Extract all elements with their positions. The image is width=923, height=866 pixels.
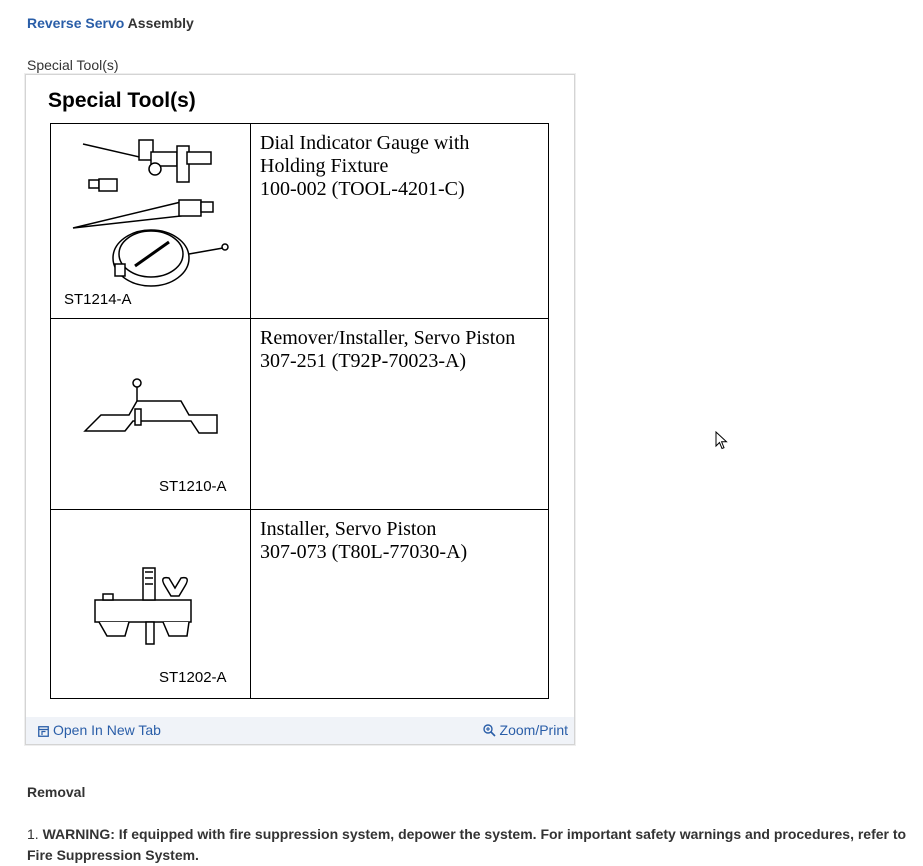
tool-description-line: 307-251 (T92P-70023-A) bbox=[260, 350, 467, 372]
step-number: 1. bbox=[27, 826, 39, 842]
tool-description-line: Holding Fixture bbox=[260, 155, 389, 177]
breadcrumb-link[interactable]: Reverse Servo bbox=[27, 15, 125, 31]
open-in-new-tab-label[interactable]: Open In New Tab bbox=[53, 722, 161, 738]
page-title-suffix: Assembly bbox=[124, 15, 194, 31]
tool-description-line: Remover/Installer, Servo Piston bbox=[260, 327, 516, 349]
tool-row: ST1214-A Dial Indicator Gauge with Holdi… bbox=[51, 124, 548, 319]
tool-table: ST1214-A Dial Indicator Gauge with Holdi… bbox=[50, 123, 549, 699]
tool-illustration: ST1202-A bbox=[51, 510, 251, 698]
tool-code: ST1214-A bbox=[64, 291, 132, 308]
mouse-pointer-icon bbox=[715, 431, 728, 450]
tool-description: Installer, Servo Piston 307-073 (T80L-77… bbox=[260, 518, 467, 564]
servo-remover-drawing bbox=[83, 378, 218, 434]
open-new-tab-icon bbox=[38, 726, 49, 737]
tool-row: ST1202-A Installer, Servo Piston 307-073… bbox=[51, 510, 548, 698]
tool-illustration: ST1214-A bbox=[51, 124, 251, 318]
page-title: Reverse Servo Assembly bbox=[27, 15, 194, 31]
procedure-step: 1. WARNING: If equipped with fire suppre… bbox=[27, 824, 907, 866]
zoom-icon bbox=[482, 724, 496, 737]
tool-description: Dial Indicator Gauge with Holding Fixtur… bbox=[260, 132, 469, 201]
figure-footer: Open In New Tab Zoom/Print bbox=[26, 717, 574, 744]
zoom-print-link[interactable]: Zoom/Print bbox=[482, 722, 568, 738]
tool-description-line: Installer, Servo Piston bbox=[260, 518, 437, 540]
tool-code: ST1210-A bbox=[159, 478, 227, 495]
tool-row: ST1210-A Remover/Installer, Servo Piston… bbox=[51, 319, 548, 510]
special-tools-figure: Special Tool(s) bbox=[25, 74, 575, 745]
tool-description: Remover/Installer, Servo Piston 307-251 … bbox=[260, 327, 515, 373]
tool-description-line: 100-002 (TOOL-4201-C) bbox=[260, 178, 465, 200]
tool-description-line: 307-073 (T80L-77030-A) bbox=[260, 541, 468, 563]
dial-indicator-drawing bbox=[72, 139, 229, 287]
step-text: If equipped with fire suppression system… bbox=[27, 826, 907, 863]
open-in-new-tab-link[interactable]: Open In New Tab bbox=[38, 722, 161, 738]
warning-label: WARNING: bbox=[42, 826, 115, 842]
figure-caption: Special Tool(s) bbox=[27, 57, 119, 73]
tool-description-line: Dial Indicator Gauge with bbox=[260, 132, 470, 154]
zoom-print-label[interactable]: Zoom/Print bbox=[499, 722, 568, 738]
tool-illustration: ST1210-A bbox=[51, 319, 251, 509]
figure-title: Special Tool(s) bbox=[48, 89, 196, 112]
servo-installer-drawing bbox=[94, 567, 192, 645]
removal-heading: Removal bbox=[27, 784, 86, 800]
tool-code: ST1202-A bbox=[159, 669, 227, 686]
